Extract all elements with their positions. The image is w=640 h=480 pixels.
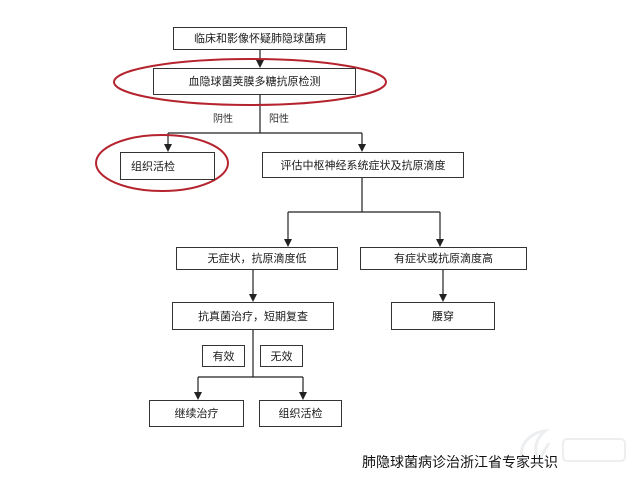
node-biopsy-top: 组织活检 — [120, 152, 215, 180]
highlight-ellipse-antigen — [113, 58, 387, 106]
node-suspicion: 临床和影像怀疑肺隐球菌病 — [173, 27, 347, 50]
node-cns-eval: 评估中枢神经系统症状及抗原滴度 — [262, 152, 464, 178]
node-biopsy-bottom: 组织活检 — [259, 400, 342, 427]
node-antigen-test: 血隐球菌荚膜多糖抗原检测 — [153, 68, 356, 95]
node-symptom-high: 有症状或抗原滴度高 — [360, 247, 527, 270]
watermark-logo-icon — [519, 428, 626, 468]
edge-label-positive: 阳性 — [269, 114, 289, 125]
node-continue-treatment: 继续治疗 — [149, 400, 244, 427]
edge-label-negative: 阴性 — [213, 114, 233, 125]
node-ineffective: 无效 — [260, 345, 303, 367]
node-antifungal: 抗真菌治疗，短期复查 — [172, 302, 334, 330]
node-no-symptom-low: 无症状，抗原滴度低 — [176, 247, 338, 270]
figure-caption: 肺隐球菌病诊治浙江省专家共识 — [362, 455, 558, 471]
node-lumbar-puncture: 腰穿 — [391, 302, 495, 330]
highlight-ellipse-biopsy — [95, 134, 229, 192]
node-effective: 有效 — [202, 345, 245, 367]
